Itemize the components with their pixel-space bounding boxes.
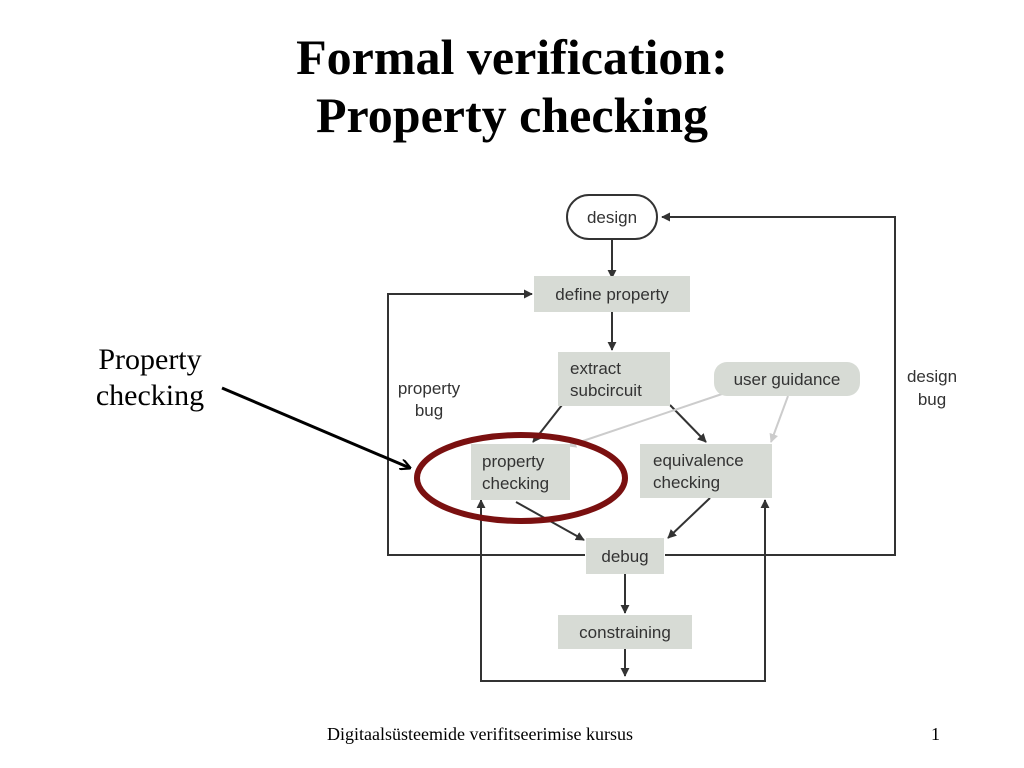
node-property-checking-label-1: property xyxy=(482,452,545,471)
node-equivalence-checking: equivalence checking xyxy=(640,444,772,498)
node-debug: debug xyxy=(586,538,664,574)
loop-property-bug xyxy=(387,289,585,556)
node-define-property-label: define property xyxy=(555,285,669,304)
title-line-2: Property checking xyxy=(315,87,709,143)
node-property-checking-label-2: checking xyxy=(482,474,549,493)
node-design-label: design xyxy=(587,208,637,227)
node-equivalence-label-1: equivalence xyxy=(653,451,744,470)
loop-constrain-to-property xyxy=(476,499,625,682)
property-bug-label-1: property xyxy=(398,379,461,398)
side-label-line-2: checking xyxy=(95,379,205,412)
node-user-guidance: user guidance xyxy=(714,362,860,396)
highlight-ellipse xyxy=(414,432,628,524)
loop-constrain-to-equivalence xyxy=(625,499,770,682)
guidance-to-property xyxy=(567,393,723,448)
node-debug-label: debug xyxy=(601,547,648,566)
page-number: 1 xyxy=(931,724,940,744)
node-property-checking: property checking xyxy=(471,444,570,500)
side-label: Property checking xyxy=(80,342,220,414)
design-bug-label-2: bug xyxy=(918,390,946,409)
node-extract-label-1: extract xyxy=(570,359,621,378)
slide-title: Formal verification: Property checking xyxy=(0,28,1024,144)
title-line-1: Formal verification: xyxy=(296,29,728,85)
side-label-line-1: Property xyxy=(98,343,202,376)
loop-design-bug xyxy=(661,212,896,556)
arrow-equivalence-to-debug xyxy=(667,497,711,539)
design-bug-label-1: design xyxy=(907,367,957,386)
node-extract-subcircuit: extract subcircuit xyxy=(558,352,670,406)
node-design: design xyxy=(566,194,658,240)
node-user-guidance-label: user guidance xyxy=(734,370,841,389)
guidance-to-equivalence xyxy=(769,395,789,443)
node-constraining: constraining xyxy=(558,615,692,649)
arrow-extract-to-equivalence xyxy=(669,404,707,443)
node-equivalence-label-2: checking xyxy=(653,473,720,492)
node-extract-label-2: subcircuit xyxy=(570,381,642,400)
pointer-arrow xyxy=(221,386,410,468)
property-bug-label-2: bug xyxy=(415,401,443,420)
node-constraining-label: constraining xyxy=(579,623,671,642)
node-define-property: define property xyxy=(534,276,690,312)
footer-course-name: Digitaalsüsteemide verifitseerimise kurs… xyxy=(327,724,633,744)
guidance-connectors xyxy=(567,393,789,448)
